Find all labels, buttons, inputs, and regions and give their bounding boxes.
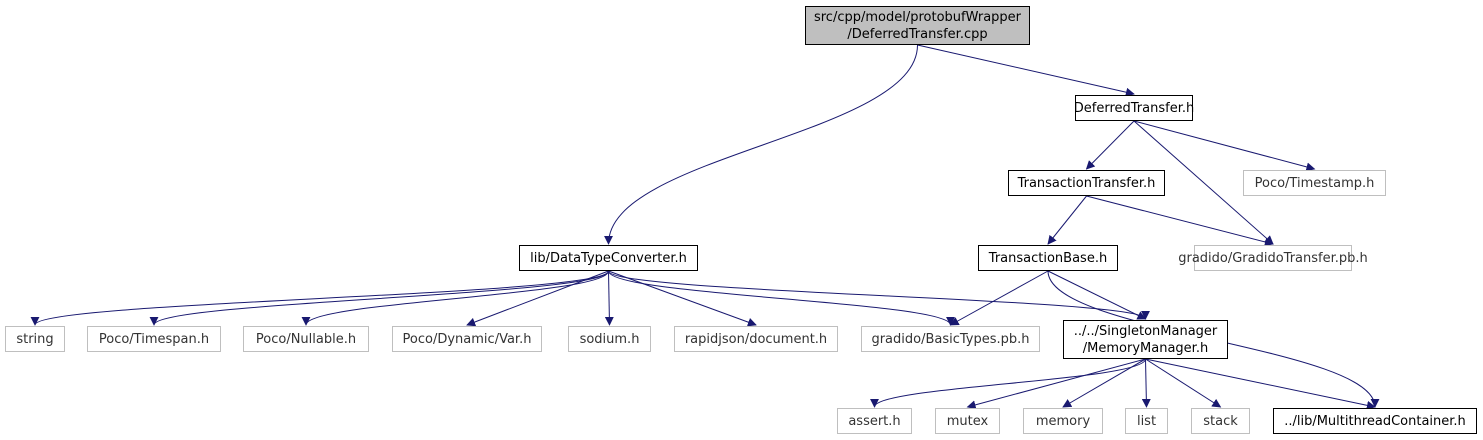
edge-deferred-to-timestamp xyxy=(1133,120,1316,172)
edge-datatype-to-string xyxy=(30,270,609,326)
node-multithread[interactable]: ../lib/MultithreadContainer.h xyxy=(1273,408,1477,434)
node-label-line: assert.h xyxy=(848,413,901,429)
edge-txbase-to-basictypes xyxy=(949,270,1049,326)
node-label-line: gradido/GradidoTransfer.pb.h xyxy=(1178,250,1368,266)
node-label-line: mutex xyxy=(946,413,989,429)
node-label-line: DeferredTransfer.h xyxy=(1073,100,1195,116)
node-memory: memory xyxy=(1023,408,1103,434)
node-txtransfer[interactable]: TransactionTransfer.h xyxy=(1008,170,1165,196)
node-label-line: memory xyxy=(1035,413,1091,429)
node-assert: assert.h xyxy=(837,408,912,434)
node-label-line: string xyxy=(16,331,54,347)
edge-memmgr-to-list xyxy=(1141,358,1151,408)
edge-datatype-to-basictypes xyxy=(608,270,955,326)
node-basictypes: gradido/BasicTypes.pb.h xyxy=(861,326,1040,352)
node-label-line: Poco/Timespan.h xyxy=(98,331,210,347)
node-label-line: rapidjson/document.h xyxy=(684,331,828,347)
node-label-line: ../lib/MultithreadContainer.h xyxy=(1284,413,1466,429)
node-rapidjson: rapidjson/document.h xyxy=(674,326,838,352)
node-list: list xyxy=(1125,408,1168,434)
edge-deferred-to-gradidotransfer xyxy=(1133,120,1274,245)
edge-datatype-to-dynvar xyxy=(466,270,609,327)
edge-txtransfer-to-txbase xyxy=(1047,195,1087,245)
node-gradidotransfer: gradido/GradidoTransfer.pb.h xyxy=(1178,245,1368,271)
edge-memmgr-to-mutex xyxy=(966,358,1146,410)
node-nullable: Poco/Nullable.h xyxy=(243,326,369,352)
node-label-line: TransactionBase.h xyxy=(988,250,1108,266)
node-timespan: Poco/Timespan.h xyxy=(87,326,221,352)
node-label-line: gradido/BasicTypes.pb.h xyxy=(871,331,1030,347)
node-label-line: /DeferredTransfer.cpp xyxy=(847,26,988,42)
node-root[interactable]: src/cpp/model/protobufWrapper/DeferredTr… xyxy=(805,6,1030,45)
node-stack: stack xyxy=(1191,408,1250,434)
node-label-line: /MemoryManager.h xyxy=(1082,340,1209,356)
node-datatype[interactable]: lib/DataTypeConverter.h xyxy=(519,245,698,271)
edge-memmgr-to-stack xyxy=(1145,358,1222,408)
edge-memmgr-to-memory xyxy=(1062,358,1146,408)
edge-root-to-datatype xyxy=(604,44,918,245)
edge-datatype-to-timespan xyxy=(149,270,609,326)
edge-root-to-deferred xyxy=(917,44,1135,97)
edge-txbase-to-memmgr xyxy=(1047,270,1147,320)
edge-txtransfer-to-gradidotransfer xyxy=(1086,195,1274,247)
node-label-line: stack xyxy=(1203,413,1238,429)
node-label-line: ../../SingletonManager xyxy=(1073,323,1218,339)
node-label-line: Poco/Dynamic/Var.h xyxy=(402,331,532,347)
node-sodium: sodium.h xyxy=(568,326,651,352)
node-label-line: src/cpp/model/protobufWrapper xyxy=(813,9,1022,25)
node-txbase[interactable]: TransactionBase.h xyxy=(978,245,1118,271)
edge-deferred-to-txtransfer xyxy=(1085,120,1135,170)
node-label-line: list xyxy=(1136,413,1157,429)
node-timestamp: Poco/Timestamp.h xyxy=(1243,170,1386,196)
node-memmgr[interactable]: ../../SingletonManager/MemoryManager.h xyxy=(1063,320,1228,359)
node-label-line: lib/DataTypeConverter.h xyxy=(530,250,687,266)
edge-memmgr-to-multithread xyxy=(1145,358,1376,410)
node-label-line: sodium.h xyxy=(579,331,640,347)
node-label-line: Poco/Nullable.h xyxy=(255,331,357,347)
edge-datatype-to-memmgr xyxy=(608,270,1150,320)
node-label-line: TransactionTransfer.h xyxy=(1017,175,1156,191)
node-mutex: mutex xyxy=(935,408,1000,434)
edge-datatype-to-nullable xyxy=(301,270,609,326)
node-label-line: Poco/Timestamp.h xyxy=(1254,175,1375,191)
edge-datatype-to-rapidjson xyxy=(608,270,757,327)
edge-datatype-to-sodium xyxy=(604,270,614,326)
node-dynvar: Poco/Dynamic/Var.h xyxy=(392,326,542,352)
node-deferred[interactable]: DeferredTransfer.h xyxy=(1073,95,1195,121)
node-string: string xyxy=(5,326,65,352)
